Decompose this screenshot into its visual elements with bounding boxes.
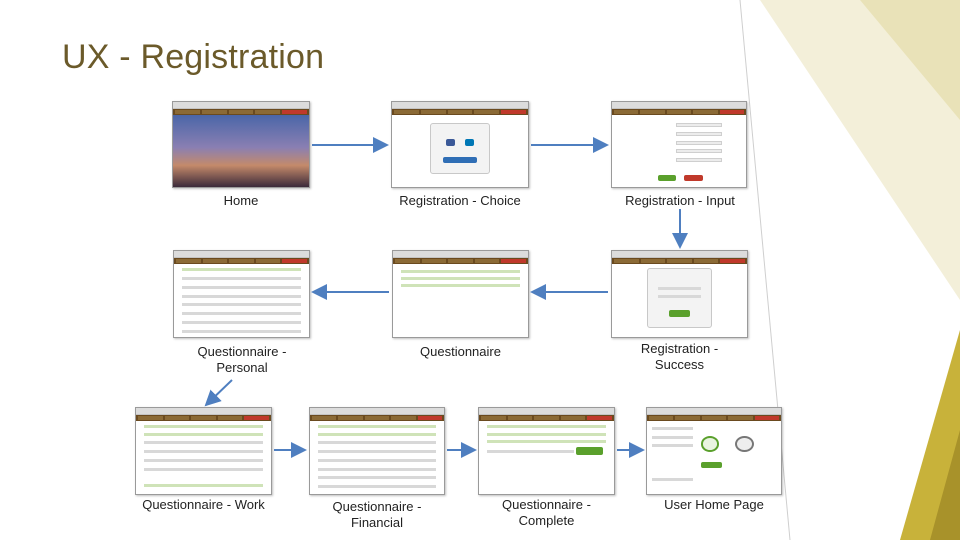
screenshot-questionnaire-work: [135, 407, 272, 495]
caption-registration-success: Registration - Success: [640, 341, 719, 372]
caption-registration-input: Registration - Input: [625, 193, 735, 208]
caption-home: Home: [223, 193, 259, 208]
screenshot-questionnaire-personal: [173, 250, 310, 338]
caption-questionnaire-complete: Questionnaire - Complete: [502, 497, 591, 528]
slide-title: UX - Registration: [62, 38, 325, 76]
triangle-light: [760, 0, 960, 300]
caption-questionnaire: Questionnaire: [420, 344, 501, 359]
screenshot-questionnaire-complete: [478, 407, 615, 495]
triangle-mid: [860, 0, 960, 120]
caption-registration-choice: Registration - Choice: [399, 193, 521, 208]
screenshot-registration-choice: [391, 101, 529, 188]
caption-questionnaire-financial: Questionnaire - Financial: [332, 499, 422, 530]
screenshot-user-home-page: [646, 407, 782, 495]
triangle-dark-gold: [930, 430, 960, 540]
screenshot-questionnaire-financial: [309, 407, 445, 495]
screenshot-questionnaire: [392, 250, 529, 338]
screenshot-registration-success: [611, 250, 748, 338]
caption-questionnaire-personal: Questionnaire - Personal: [197, 344, 287, 375]
screenshot-registration-input: [611, 101, 747, 188]
screenshot-home: [172, 101, 310, 188]
caption-questionnaire-work: Questionnaire - Work: [142, 497, 265, 512]
edge-questionnaire-personal-to-questionnaire-work: [204, 379, 233, 407]
caption-user-home-page: User Home Page: [664, 497, 764, 512]
